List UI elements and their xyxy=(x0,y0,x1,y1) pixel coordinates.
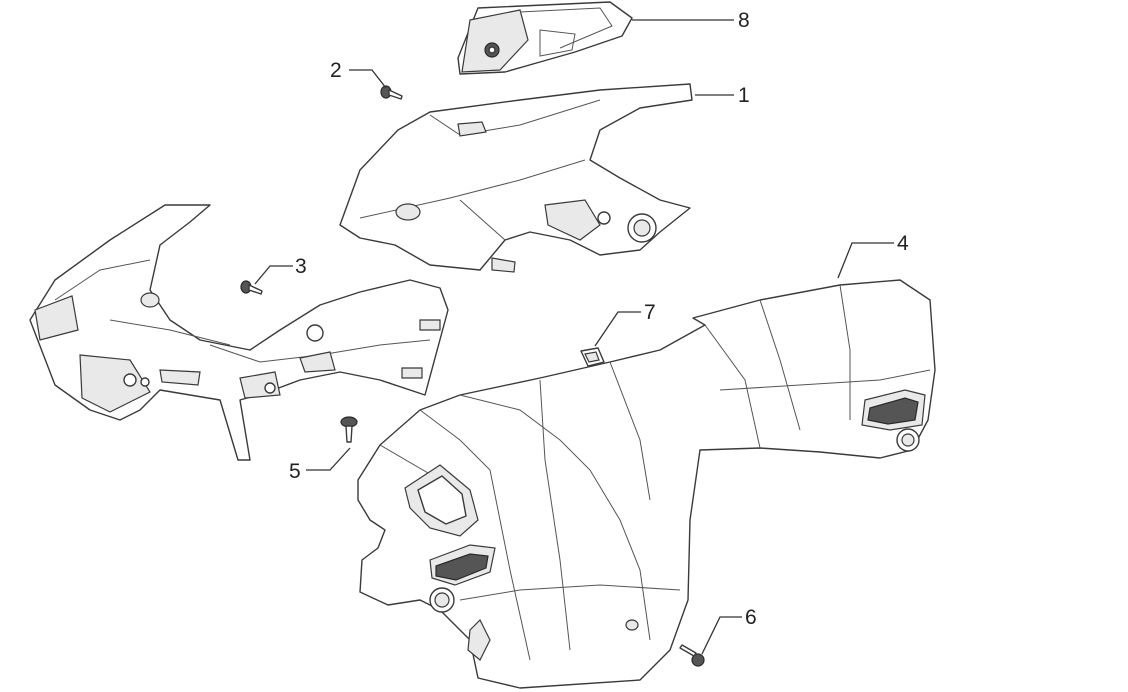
callout-8: 8 xyxy=(738,9,750,32)
callout-5: 5 xyxy=(289,460,301,483)
callouts: 1 2 3 4 5 6 7 8 xyxy=(289,9,909,629)
part-1-upper-shell xyxy=(339,83,693,271)
part-4-lower-cover xyxy=(357,279,936,689)
part-5-screw xyxy=(340,416,358,443)
callout-2: 2 xyxy=(330,59,342,82)
part-2-screw xyxy=(380,85,403,100)
part-3-screw xyxy=(240,280,263,295)
callout-3: 3 xyxy=(295,255,307,278)
callout-6: 6 xyxy=(745,606,757,629)
part-7-clip xyxy=(580,347,605,367)
lower-shell-left-wing xyxy=(29,204,516,461)
part-8-top-cover xyxy=(457,1,633,75)
callout-7: 7 xyxy=(644,301,656,324)
part-6-screw xyxy=(679,644,705,667)
callout-4: 4 xyxy=(897,232,909,255)
leader-lines xyxy=(254,19,894,655)
callout-1: 1 xyxy=(738,84,750,107)
